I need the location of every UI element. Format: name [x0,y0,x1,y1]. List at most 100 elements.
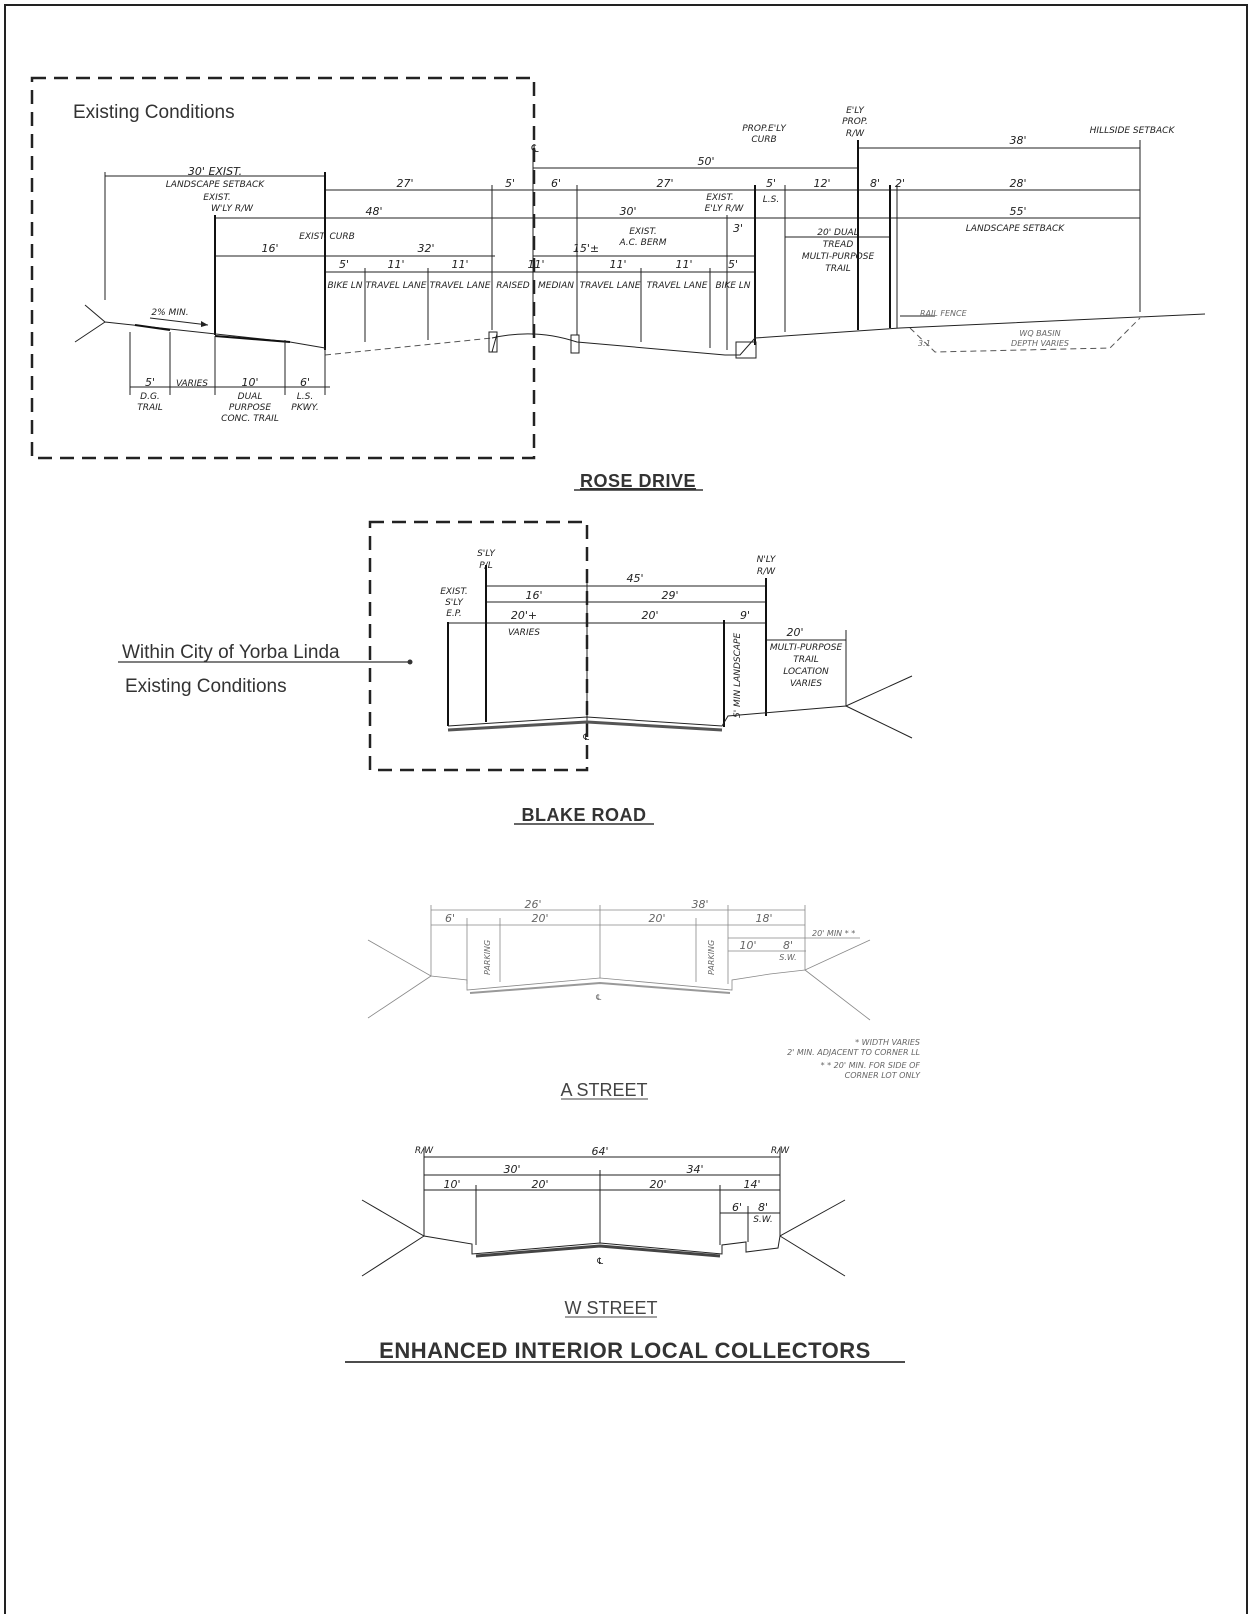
svg-text:55': 55' [1009,205,1026,218]
svg-text:PROP.: PROP. [842,117,868,127]
svg-text:LOCATION: LOCATION [783,667,829,677]
svg-text:5': 5' [766,177,776,190]
svg-text:10': 10' [241,376,258,389]
svg-text:CORNER LOT ONLY: CORNER LOT ONLY [845,1071,921,1080]
svg-text:11': 11' [675,258,692,271]
svg-text:R/W: R/W [757,567,776,577]
svg-text:S.W.: S.W. [753,1215,773,1225]
svg-text:EXIST.: EXIST. [203,193,231,203]
svg-text:TRAIL: TRAIL [793,655,819,665]
svg-text:27': 27' [396,177,413,190]
svg-text:PKWY.: PKWY. [291,403,318,413]
svg-text:N'LY: N'LY [757,555,777,565]
svg-text:16': 16' [261,242,278,255]
svg-text:TRAVEL LANE: TRAVEL LANE [647,281,708,291]
enhanced-collectors-title: ENHANCED INTERIOR LOCAL COLLECTORS [379,1338,871,1363]
yorba-linda-note: Within City of Yorba Linda [122,642,340,663]
svg-text:TRAVEL LANE: TRAVEL LANE [366,281,427,291]
svg-text:20' DUAL: 20' DUAL [817,228,858,238]
svg-text:VARIES: VARIES [790,679,822,689]
svg-text:A.C. BERM: A.C. BERM [618,238,666,248]
svg-text:MULTI-PURPOSE: MULTI-PURPOSE [802,252,875,262]
existing-conditions-frame [30,76,536,460]
drawing-sheet [4,4,1248,1614]
svg-text:* * 20' MIN. FOR SIDE OF: * * 20' MIN. FOR SIDE OF [821,1061,921,1070]
svg-text:20': 20' [531,1178,548,1191]
rose-drive-title: ROSE DRIVE [580,471,696,491]
svg-text:TRAVEL LANE: TRAVEL LANE [580,281,641,291]
svg-text:* WIDTH VARIES: * WIDTH VARIES [855,1038,920,1047]
svg-text:W'LY R/W: W'LY R/W [211,204,254,214]
svg-text:℄: ℄ [596,1257,604,1267]
svg-text:5': 5' [728,258,738,271]
svg-text:11': 11' [609,258,626,271]
svg-text:3': 3' [733,222,743,235]
svg-text:EXIST.: EXIST. [629,227,657,237]
svg-text:6': 6' [732,1201,742,1214]
existing-conditions-frame-blake [368,520,589,772]
svg-text:TRAIL: TRAIL [825,264,851,274]
svg-text:5': 5' [339,258,349,271]
svg-text:2% MIN.: 2% MIN. [151,308,188,318]
svg-text:32': 32' [417,242,434,255]
svg-text:12': 12' [813,177,830,190]
svg-text:2': 2' [895,177,905,190]
svg-text:R/W: R/W [771,1146,790,1156]
svg-text:20': 20' [648,912,665,925]
svg-text:MEDIAN: MEDIAN [538,281,574,291]
svg-text:15'±: 15'± [573,242,599,255]
svg-text:20'+: 20'+ [511,609,537,622]
svg-text:11': 11' [387,258,404,271]
svg-text:℄: ℄ [595,993,602,1002]
svg-text:PARKING: PARKING [483,940,492,975]
svg-text:TRAIL: TRAIL [137,403,163,413]
svg-text:16': 16' [525,589,542,602]
w-street-title: W STREET [565,1298,658,1318]
svg-text:38': 38' [1009,134,1026,147]
svg-text:29': 29' [661,589,678,602]
svg-text:20': 20' [649,1178,666,1191]
svg-text:EXIST.: EXIST. [440,587,468,597]
svg-text:11': 11' [527,258,544,271]
svg-text:PARKING: PARKING [707,940,716,975]
svg-text:D.G.: D.G. [140,392,160,402]
svg-text:18': 18' [755,912,772,925]
svg-text:64': 64' [591,1145,608,1158]
svg-text:20': 20' [786,626,803,639]
a-street-section: 26' 38' 6' 20' 20' 18' 20' MIN * * 10' 8… [367,898,921,1100]
a-street-title: A STREET [560,1080,647,1100]
svg-text:8': 8' [758,1201,768,1214]
centerline-symbol: ℄ [530,142,540,155]
svg-text:6': 6' [300,376,310,389]
svg-text:48': 48' [365,205,382,218]
svg-text:LANDSCAPE SETBACK: LANDSCAPE SETBACK [166,180,265,190]
svg-text:14': 14' [743,1178,760,1191]
svg-text:10': 10' [739,939,756,952]
svg-text:6': 6' [551,177,561,190]
svg-text:PURPOSE: PURPOSE [229,403,271,413]
svg-text:2' MIN. ADJACENT TO CORNER LL: 2' MIN. ADJACENT TO CORNER LL [787,1048,920,1057]
svg-text:℄: ℄ [582,733,590,743]
svg-text:PROP.E'LY: PROP.E'LY [742,124,787,134]
svg-text:RAIL FENCE: RAIL FENCE [920,309,968,318]
svg-text:8': 8' [783,939,793,952]
svg-text:TREAD: TREAD [823,240,854,250]
svg-text:BIKE LN: BIKE LN [715,281,750,291]
svg-text:DUAL: DUAL [238,392,263,402]
svg-text:VARIES: VARIES [176,379,208,389]
svg-text:BIKE LN: BIKE LN [327,281,362,291]
svg-text:EXIST. CURB: EXIST. CURB [299,232,355,242]
blake-road-title: BLAKE ROAD [522,805,647,825]
svg-text:CONC. TRAIL: CONC. TRAIL [221,414,279,424]
svg-text:3:1: 3:1 [918,339,931,348]
svg-text:LANDSCAPE SETBACK: LANDSCAPE SETBACK [966,224,1065,234]
svg-text:5': 5' [145,376,155,389]
svg-text:20' MIN * *: 20' MIN * * [812,929,855,938]
svg-text:RAISED: RAISED [496,281,529,291]
svg-text:E'LY R/W: E'LY R/W [705,204,745,214]
svg-text:26': 26' [524,898,541,911]
svg-text:10': 10' [443,1178,460,1191]
svg-text:27': 27' [656,177,673,190]
svg-text:WQ BASIN: WQ BASIN [1019,329,1060,338]
